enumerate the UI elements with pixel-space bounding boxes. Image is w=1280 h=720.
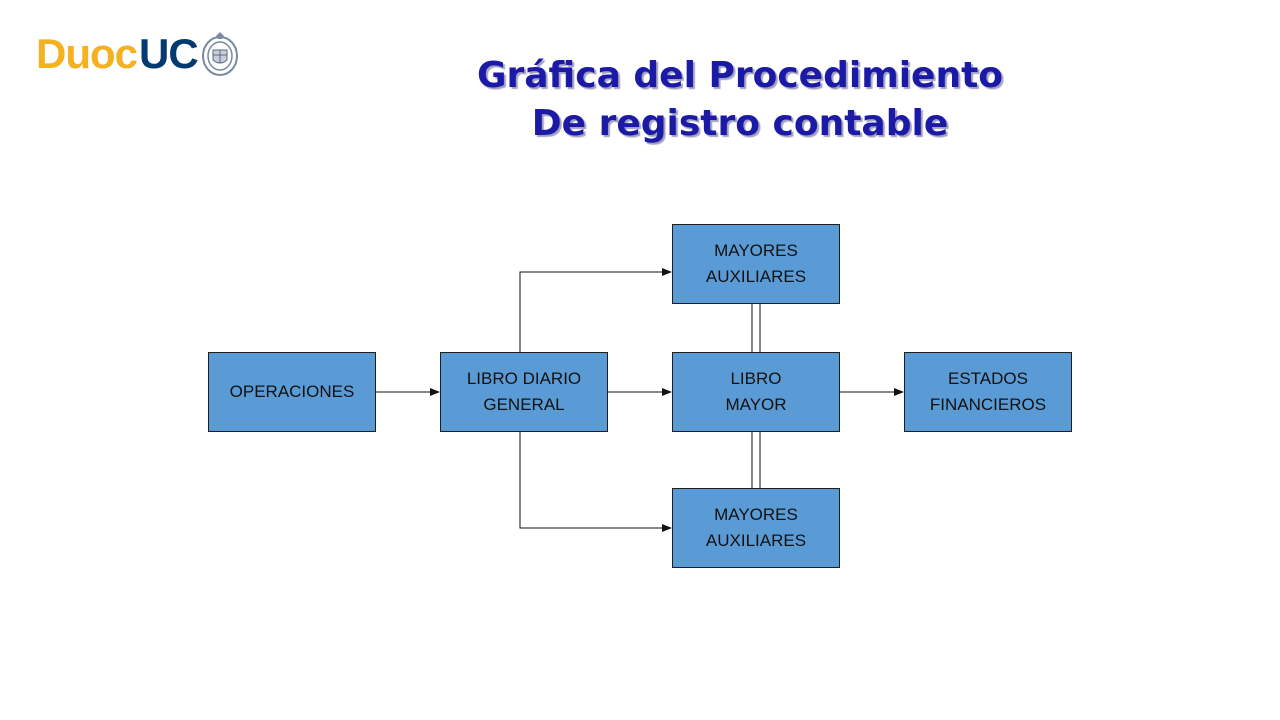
arrow-libro-diario-to-mayores-top xyxy=(519,268,672,352)
node-libro-diario-general: LIBRO DIARIO GENERAL xyxy=(440,352,608,432)
node-mayores-auxiliares-top-label: MAYORES AUXILIARES xyxy=(705,241,807,286)
node-operaciones: OPERACIONES xyxy=(208,352,376,432)
node-mayores-auxiliares-bottom: MAYORES AUXILIARES xyxy=(672,488,840,568)
node-operaciones-label: OPERACIONES xyxy=(229,382,355,401)
logo-word-duoc: Duoc xyxy=(36,30,138,77)
node-libro-diario-general-label: LIBRO DIARIO GENERAL xyxy=(466,369,582,414)
node-mayores-auxiliares-top: MAYORES AUXILIARES xyxy=(672,224,840,304)
title-line-1: Gráfica del Procedimiento xyxy=(476,55,1004,96)
node-estados-financieros: ESTADOS FINANCIEROS xyxy=(904,352,1072,432)
university-seal-icon xyxy=(201,32,238,76)
arrow-libro-diario-to-mayores-bottom xyxy=(519,432,672,532)
node-libro-mayor-label: LIBRO MAYOR xyxy=(725,369,787,414)
node-mayores-auxiliares-bottom-label: MAYORES AUXILIARES xyxy=(705,505,807,550)
title-line-2: De registro contable xyxy=(531,103,949,144)
node-estados-financieros-label: ESTADOS FINANCIEROS xyxy=(929,369,1047,414)
slide-title: Gráfica del Procedimiento De registro co… xyxy=(330,52,1150,148)
logo-word-uc: UC xyxy=(139,30,199,77)
duoc-uc-logo: Duoc UC xyxy=(36,26,240,82)
node-libro-mayor: LIBRO MAYOR xyxy=(672,352,840,432)
